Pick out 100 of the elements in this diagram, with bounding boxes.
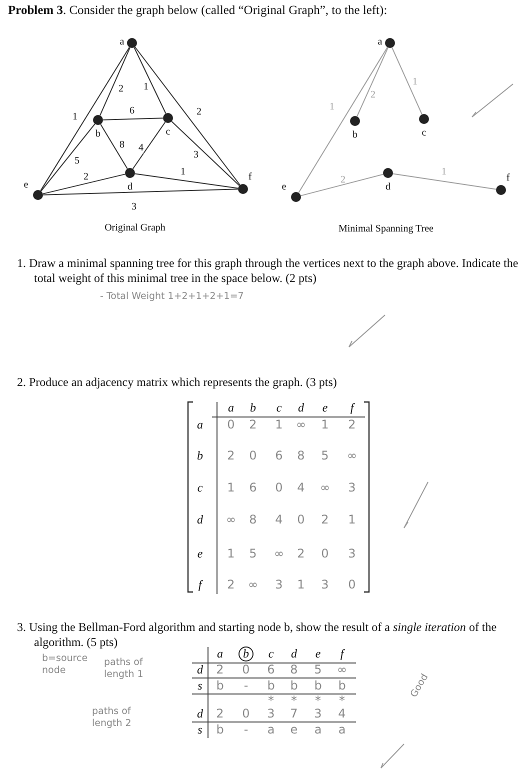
vertex-label: d bbox=[128, 182, 132, 192]
matrix-entry: 1 bbox=[227, 546, 235, 562]
matrix-entry: 8 bbox=[249, 512, 257, 528]
edge-label: 1 bbox=[144, 82, 148, 92]
table-header: e bbox=[315, 646, 321, 662]
matrix-entry: ∞ bbox=[274, 546, 284, 562]
graph-edge bbox=[171, 120, 240, 186]
vertex-label: d bbox=[386, 182, 390, 192]
matrix-entry: 3 bbox=[348, 480, 356, 496]
matrix-entry: 4 bbox=[275, 512, 283, 528]
table-entry: 3 bbox=[267, 706, 275, 722]
graph-edge bbox=[356, 47, 388, 117]
graph-edge bbox=[100, 124, 128, 170]
table-entry: 2 bbox=[216, 662, 224, 678]
matrix-entry: 5 bbox=[249, 546, 257, 562]
edge-label: 3 bbox=[132, 202, 136, 212]
table-entry: 6 bbox=[267, 662, 275, 678]
edge-label: 2 bbox=[370, 90, 376, 100]
vertex-label: c bbox=[166, 126, 170, 138]
table-entry: b bbox=[290, 678, 298, 694]
matrix-entry: 8 bbox=[297, 448, 305, 464]
table-entry: b bbox=[338, 678, 346, 694]
question-text: 3. Using the Bellman-Ford algorithm and starting node b, show the result of a single iteration of the algorithm. (5 pts) bbox=[17, 620, 498, 649]
graph-edge bbox=[298, 46, 388, 194]
table-entry: 4 bbox=[338, 706, 346, 722]
matrix-header: d bbox=[298, 400, 304, 416]
matrix-entry: 0 bbox=[297, 512, 305, 528]
table-entry: b bbox=[216, 722, 224, 738]
matrix-entry: 0 bbox=[249, 448, 257, 464]
matrix-entry: 3 bbox=[275, 578, 283, 592]
problem-heading: Problem 3. Consider the graph below (called “Original Graph”, to the left): bbox=[8, 3, 388, 18]
edge-label: 1 bbox=[72, 112, 78, 122]
matrix-entry: 0 bbox=[321, 546, 329, 562]
table-entry: 0 bbox=[242, 662, 250, 678]
matrix-entry: 1 bbox=[348, 512, 356, 528]
table-entry: a bbox=[314, 722, 322, 738]
question-text: 1. Draw a minimal spanning tree for this graph through the vertices next to the graph above. Indicate the total weight of this minimal tree in the space below. (2 pts) bbox=[17, 256, 520, 286]
matrix-header: a bbox=[228, 400, 234, 416]
matrix-entry: 0 bbox=[348, 578, 356, 592]
graph-edge bbox=[42, 188, 238, 196]
edge-label: 3 bbox=[194, 150, 198, 160]
matrix-entry: 3 bbox=[321, 578, 329, 592]
matrix-entry: 1 bbox=[227, 480, 235, 496]
edge-label: 4 bbox=[138, 142, 144, 154]
graph-edge bbox=[132, 122, 166, 170]
table-entry: b bbox=[314, 678, 322, 694]
matrix-entry: ∞ bbox=[347, 448, 357, 464]
handwritten-note: b=source node bbox=[42, 653, 89, 677]
table-entry: b bbox=[216, 678, 224, 694]
table-header: b bbox=[243, 646, 249, 662]
edge-label: 1 bbox=[330, 102, 334, 112]
table-entry: ∞ bbox=[337, 662, 347, 678]
graph-edge bbox=[300, 174, 384, 196]
table-entry: 3 bbox=[314, 706, 322, 722]
edge-label: 1 bbox=[412, 76, 418, 88]
vertex-label: b bbox=[96, 128, 100, 140]
matrix-entry: 3 bbox=[348, 546, 356, 562]
graph-caption: Original Graph bbox=[104, 222, 166, 236]
asterisk-mark: * bbox=[268, 694, 274, 708]
table-header: f bbox=[340, 646, 344, 662]
matrix-entry: ∞ bbox=[226, 512, 236, 528]
matrix-header: c bbox=[276, 400, 282, 416]
vertex-label: a bbox=[378, 36, 382, 48]
matrix-entry: 4 bbox=[297, 480, 305, 496]
matrix-entry: ∞ bbox=[248, 578, 258, 592]
matrix-entry: 2 bbox=[297, 546, 305, 562]
row-label: e bbox=[197, 546, 203, 562]
table-entry: b bbox=[267, 678, 275, 694]
matrix-entry: 2 bbox=[249, 418, 257, 432]
vertex-label: f bbox=[248, 172, 252, 182]
table-header: a bbox=[217, 646, 223, 662]
matrix-entry: 6 bbox=[249, 480, 257, 496]
table-entry: 8 bbox=[290, 662, 298, 678]
table-entry: - bbox=[244, 722, 248, 738]
matrix-entry: ∞ bbox=[320, 480, 330, 496]
matrix-header: e bbox=[322, 400, 328, 416]
graph-edge bbox=[42, 174, 126, 194]
edge-label: 2 bbox=[340, 174, 346, 186]
asterisk-mark: * bbox=[291, 694, 297, 708]
matrix-entry: 1 bbox=[297, 578, 305, 592]
graph-edge bbox=[134, 173, 238, 189]
table-entry: 2 bbox=[216, 706, 224, 722]
graph-caption: Minimal Spanning Tree bbox=[338, 222, 434, 236]
table-entry: 7 bbox=[290, 706, 298, 722]
graph-edge bbox=[392, 173, 497, 190]
edge-label: 1 bbox=[180, 166, 186, 178]
row-label: d bbox=[197, 706, 203, 722]
row-label: d bbox=[197, 662, 203, 678]
matrix-entry: 1 bbox=[275, 418, 283, 432]
row-label: b bbox=[197, 448, 203, 464]
edge-label: 6 bbox=[130, 106, 134, 116]
question-text: 2. Produce an adjacency matrix which represents the graph. (3 pts) bbox=[17, 375, 338, 390]
handwritten-note: paths of length 1 bbox=[104, 657, 144, 681]
table-header: c bbox=[268, 646, 274, 662]
graph-edge bbox=[102, 118, 164, 120]
asterisk-mark: * bbox=[315, 694, 321, 708]
matrix-header: f bbox=[350, 400, 354, 416]
row-label: d bbox=[197, 512, 203, 528]
edge-label: 2 bbox=[84, 172, 88, 182]
handwritten-note: paths of length 2 bbox=[92, 706, 132, 730]
